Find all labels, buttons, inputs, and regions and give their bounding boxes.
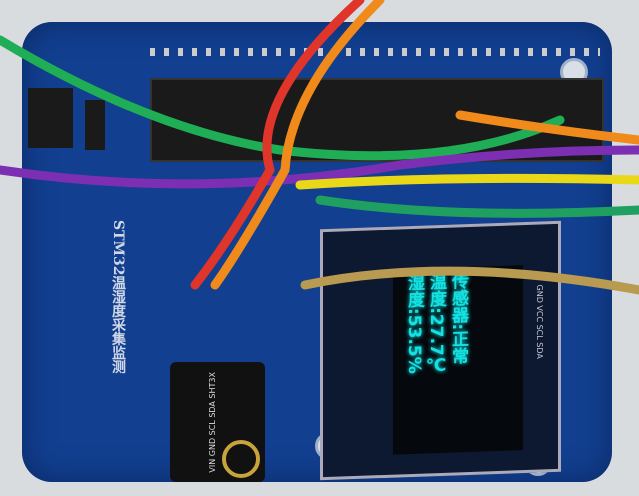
jumper-header [28, 88, 73, 148]
jumper-header [85, 100, 105, 150]
red-wire [190, 0, 365, 290]
orange-wire-2 [455, 110, 639, 145]
purple-wire [0, 145, 639, 189]
pin-header [150, 78, 604, 162]
orange-wire [210, 0, 385, 290]
green-wire-2 [315, 195, 639, 218]
tan-wire [300, 266, 639, 295]
green-wire [0, 35, 565, 161]
board-title: STM32温湿度采集监测 [110, 220, 126, 374]
yellow-wire [295, 173, 639, 190]
sensor-hole [222, 440, 260, 478]
pin-row [150, 48, 600, 56]
